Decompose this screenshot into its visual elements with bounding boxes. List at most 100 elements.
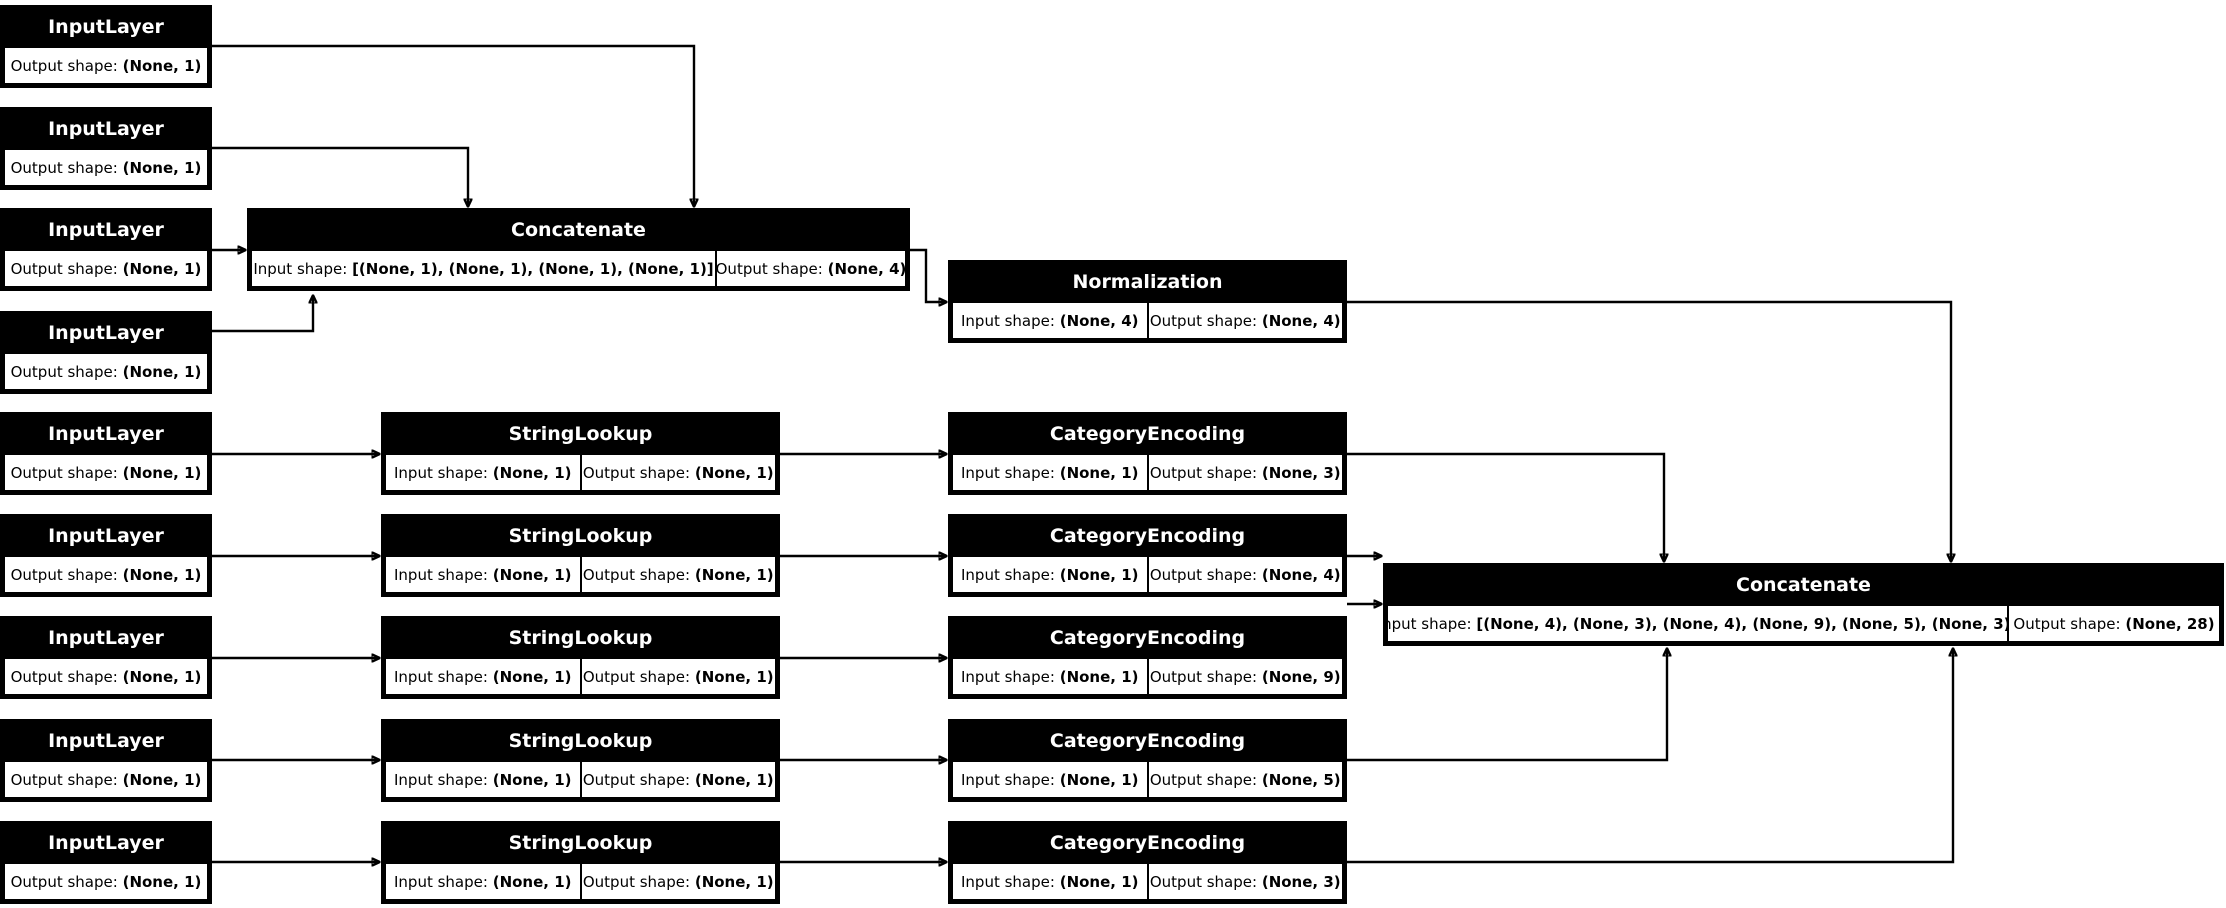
output-shape-label: Output shape: (582, 463, 691, 482)
input-shape-label: Input shape: (961, 463, 1055, 482)
input-shape-cell: Input shape: (None, 1) (952, 761, 1148, 798)
node-input-layer-5[interactable]: InputLayer Output shape: (None, 1) (0, 412, 212, 495)
input-shape-value: (None, 1) (492, 872, 572, 891)
input-shape-value: (None, 1) (1059, 463, 1139, 482)
node-shapes: Input shape: (None, 1) Output shape: (No… (383, 658, 778, 697)
node-title: InputLayer (48, 118, 164, 140)
output-shape-value: (None, 1) (694, 463, 774, 482)
output-shape-value: (None, 1) (122, 56, 202, 75)
node-input-layer-9[interactable]: InputLayer Output shape: (None, 1) (0, 821, 212, 904)
node-title: InputLayer (48, 525, 164, 547)
input-shape-label: Input shape: (961, 311, 1055, 330)
node-string-lookup-1[interactable]: StringLookup Input shape: (None, 1) Outp… (381, 412, 780, 495)
edge-normalization-to-concat-all (1347, 300, 1951, 561)
output-shape-value: (None, 1) (694, 770, 774, 789)
node-input-layer-3[interactable]: InputLayer Output shape: (None, 1) (0, 208, 212, 291)
node-shapes: Output shape: (None, 1) (2, 47, 210, 86)
input-shape-cell: Input shape: [(None, 1), (None, 1), (Non… (251, 250, 716, 287)
output-shape-value: (None, 5) (1261, 770, 1341, 789)
node-shapes: Input shape: (None, 1) Output shape: (No… (383, 863, 778, 902)
edge-catenc5-to-concat-all (1347, 649, 1953, 864)
output-shape-label: Output shape: (10, 463, 118, 482)
output-shape-label: Output shape: (1149, 311, 1258, 330)
output-shape-label: Output shape: (582, 565, 691, 584)
node-shapes: Output shape: (None, 1) (2, 863, 210, 902)
output-shape-cell: Output shape: (None, 1) (4, 149, 208, 186)
node-input-layer-8[interactable]: InputLayer Output shape: (None, 1) (0, 719, 212, 802)
node-category-encoding-5[interactable]: CategoryEncoding Input shape: (None, 1) … (948, 821, 1347, 904)
output-shape-value: (None, 1) (694, 872, 774, 891)
node-input-layer-1[interactable]: InputLayer Output shape: (None, 1) (0, 5, 212, 88)
node-shapes: Input shape: [(None, 1), (None, 1), (Non… (249, 250, 908, 289)
input-shape-value: (None, 1) (492, 565, 572, 584)
node-category-encoding-1[interactable]: CategoryEncoding Input shape: (None, 1) … (948, 412, 1347, 495)
output-shape-label: Output shape: (10, 56, 118, 75)
edge-catenc4-to-concat-all (1347, 649, 1667, 762)
output-shape-cell: Output shape: (None, 4) (1147, 302, 1343, 339)
node-shapes: Output shape: (None, 1) (2, 149, 210, 188)
input-shape-cell: Input shape: (None, 4) (952, 302, 1148, 339)
output-shape-cell: Output shape: (None, 1) (4, 556, 208, 593)
node-shapes: Input shape: (None, 1) Output shape: (No… (950, 863, 1345, 902)
node-title: InputLayer (48, 730, 164, 752)
output-shape-value: (None, 1) (122, 872, 202, 891)
output-shape-cell: Output shape: (None, 1) (4, 47, 208, 84)
output-shape-value: (None, 4) (827, 259, 906, 278)
output-shape-cell: Output shape: (None, 4) (1147, 556, 1343, 593)
input-shape-cell: Input shape: (None, 1) (385, 761, 581, 798)
node-title: StringLookup (508, 525, 653, 547)
input-shape-value: [(None, 4), (None, 3), (None, 4), (None,… (1476, 614, 2008, 633)
input-shape-label: Input shape: (394, 565, 488, 584)
node-title: InputLayer (48, 832, 164, 854)
node-shapes: Input shape: [(None, 4), (None, 3), (Non… (1385, 605, 2222, 644)
input-shape-cell: Input shape: (None, 1) (385, 658, 581, 695)
output-shape-label: Output shape: (1149, 463, 1258, 482)
output-shape-value: (None, 1) (122, 259, 202, 278)
node-string-lookup-4[interactable]: StringLookup Input shape: (None, 1) Outp… (381, 719, 780, 802)
node-string-lookup-5[interactable]: StringLookup Input shape: (None, 1) Outp… (381, 821, 780, 904)
input-shape-label: Input shape: (253, 259, 348, 278)
node-shapes: Output shape: (None, 1) (2, 761, 210, 800)
input-shape-cell: Input shape: (None, 1) (385, 556, 581, 593)
node-title: StringLookup (508, 627, 653, 649)
input-shape-cell: Input shape: (None, 1) (952, 658, 1148, 695)
input-shape-label: Input shape: (394, 770, 488, 789)
output-shape-label: Output shape: (10, 770, 118, 789)
node-string-lookup-3[interactable]: StringLookup Input shape: (None, 1) Outp… (381, 616, 780, 699)
input-shape-value: (None, 1) (492, 770, 572, 789)
node-concatenate-numeric[interactable]: Concatenate Input shape: [(None, 1), (No… (247, 208, 910, 291)
input-shape-label: Input shape: (961, 667, 1055, 686)
node-shapes: Input shape: (None, 1) Output shape: (No… (950, 761, 1345, 800)
node-category-encoding-3[interactable]: CategoryEncoding Input shape: (None, 1) … (948, 616, 1347, 699)
node-shapes: Input shape: (None, 4) Output shape: (No… (950, 302, 1345, 341)
input-shape-value: (None, 4) (1059, 311, 1139, 330)
output-shape-label: Output shape: (10, 362, 118, 381)
input-shape-cell: Input shape: (None, 1) (952, 454, 1148, 491)
node-category-encoding-2[interactable]: CategoryEncoding Input shape: (None, 1) … (948, 514, 1347, 597)
node-concatenate-all[interactable]: Concatenate Input shape: [(None, 4), (No… (1383, 563, 2224, 646)
output-shape-value: (None, 3) (1261, 463, 1341, 482)
output-shape-value: (None, 1) (122, 770, 202, 789)
output-shape-value: (None, 1) (122, 667, 202, 686)
node-input-layer-4[interactable]: InputLayer Output shape: (None, 1) (0, 311, 212, 394)
output-shape-value: (None, 1) (122, 565, 202, 584)
node-title: StringLookup (508, 730, 653, 752)
output-shape-cell: Output shape: (None, 28) (2008, 605, 2220, 642)
node-input-layer-2[interactable]: InputLayer Output shape: (None, 1) (0, 107, 212, 190)
node-shapes: Input shape: (None, 1) Output shape: (No… (383, 761, 778, 800)
output-shape-value: (None, 9) (1261, 667, 1341, 686)
node-category-encoding-4[interactable]: CategoryEncoding Input shape: (None, 1) … (948, 719, 1347, 802)
edge-concat-to-normalization (910, 248, 946, 302)
input-shape-label: Input shape: (961, 565, 1055, 584)
output-shape-label: Output shape: (10, 565, 118, 584)
output-shape-label: Output shape: (1149, 770, 1258, 789)
output-shape-label: Output shape: (716, 259, 823, 278)
node-input-layer-7[interactable]: InputLayer Output shape: (None, 1) (0, 616, 212, 699)
node-input-layer-6[interactable]: InputLayer Output shape: (None, 1) (0, 514, 212, 597)
output-shape-cell: Output shape: (None, 1) (580, 761, 776, 798)
node-string-lookup-2[interactable]: StringLookup Input shape: (None, 1) Outp… (381, 514, 780, 597)
node-normalization[interactable]: Normalization Input shape: (None, 4) Out… (948, 260, 1347, 343)
node-shapes: Input shape: (None, 1) Output shape: (No… (383, 556, 778, 595)
output-shape-label: Output shape: (582, 872, 691, 891)
